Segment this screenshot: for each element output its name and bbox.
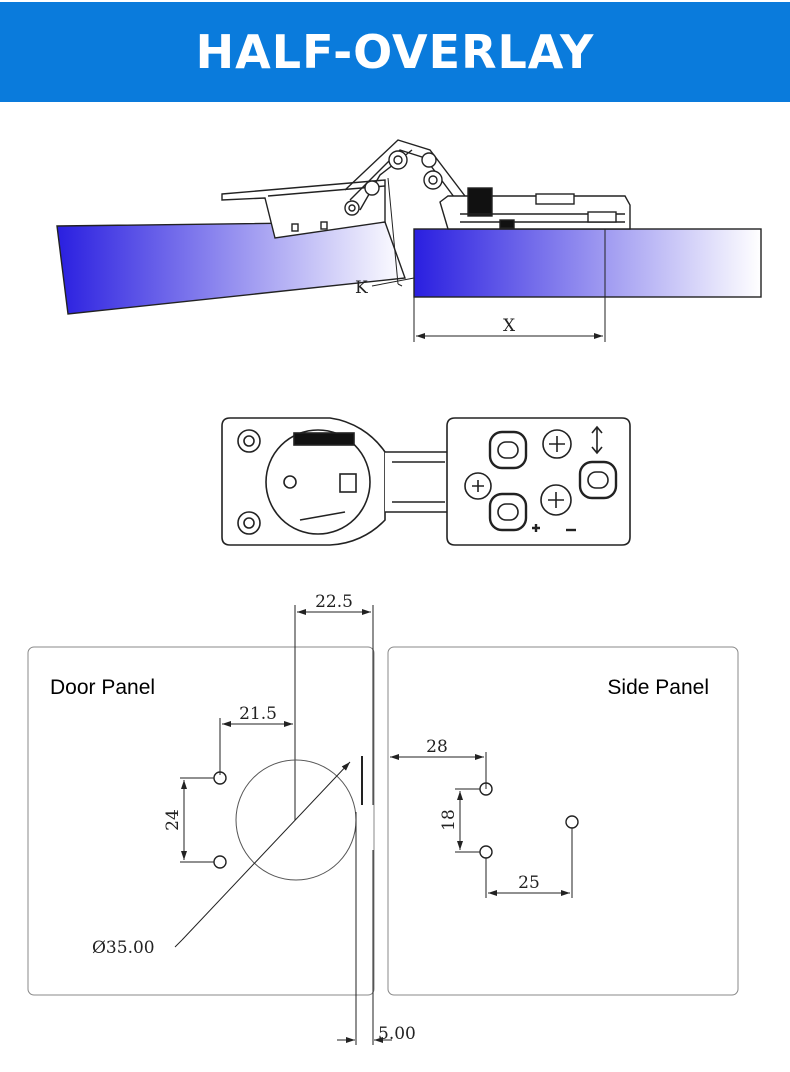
hinge-linkage — [344, 139, 469, 216]
side-panel-outline — [387, 646, 739, 996]
side-view — [56, 139, 762, 342]
door-panel-label: Door Panel — [50, 676, 155, 699]
hinge-arm-top — [385, 451, 451, 513]
hinge-cup — [221, 179, 386, 239]
drilling-pattern — [27, 605, 739, 1045]
mounting-plate — [439, 187, 631, 230]
dim-gap: 5.00 — [378, 1024, 416, 1044]
dim-cup-diameter: Ø35.00 — [92, 938, 155, 958]
dim-side-horizontal: 25 — [518, 873, 540, 893]
door-screw-hole-bottom — [213, 855, 227, 869]
title-banner: HALF-OVERLAY — [0, 2, 790, 102]
cup-hole — [235, 759, 357, 881]
side-panel-side — [413, 228, 762, 298]
top-view — [221, 417, 631, 546]
dim-top: 22.5 — [315, 592, 353, 612]
dim-hole-offset: 21.5 — [239, 704, 277, 724]
side-hole-bottom — [479, 845, 493, 859]
side-panel-label: Side Panel — [607, 676, 709, 699]
dim-side-offset: 28 — [426, 737, 448, 757]
cup-wing — [221, 417, 386, 546]
label-k: K — [355, 278, 368, 298]
label-x: X — [503, 316, 516, 336]
door-panel-side — [56, 221, 406, 315]
dim-hole-spacing: 24 — [163, 809, 183, 831]
dim-side-spacing: 18 — [439, 809, 459, 831]
page-title: HALF-OVERLAY — [195, 25, 595, 79]
door-panel-outline — [27, 646, 375, 996]
side-hole-right — [565, 815, 579, 829]
